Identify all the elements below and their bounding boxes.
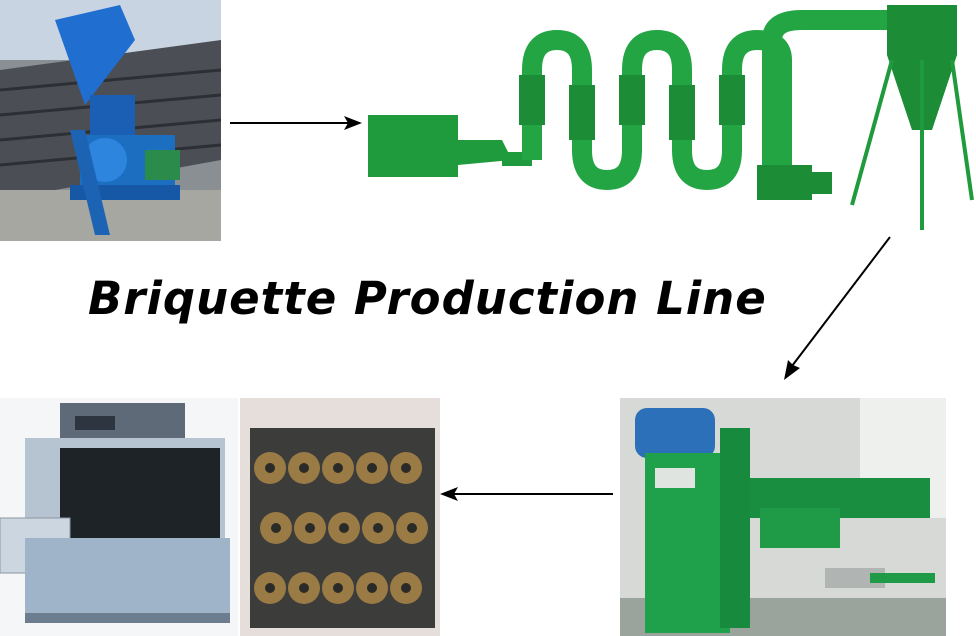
briquette-hole (333, 463, 343, 473)
airflow-dryer-machine (362, 0, 976, 236)
arrow-right-icon (230, 116, 362, 130)
diagram-title: Briquette Production Line (88, 272, 767, 325)
briquette-hole (339, 523, 349, 533)
briquette-product-photo (240, 398, 440, 636)
briquette-hole (373, 523, 383, 533)
briquette-hole (407, 523, 417, 533)
briquette-hole (367, 463, 377, 473)
briquette-press-machine-photo (620, 398, 946, 636)
arrow-left-icon (440, 487, 613, 501)
briquette-hole (305, 523, 315, 533)
briquette-hole (401, 583, 411, 593)
arrow-down-left-icon (784, 236, 891, 380)
briquette-hole (299, 583, 309, 593)
briquette-hole (333, 583, 343, 593)
briquette-hole (271, 523, 281, 533)
briquette-hole (401, 463, 411, 473)
shrink-wrapping-machine-photo (0, 398, 238, 636)
briquette-hole (299, 463, 309, 473)
crusher-machine-photo (0, 0, 221, 241)
briquette-hole (265, 583, 275, 593)
briquette-hole (265, 463, 275, 473)
briquette-hole (367, 583, 377, 593)
